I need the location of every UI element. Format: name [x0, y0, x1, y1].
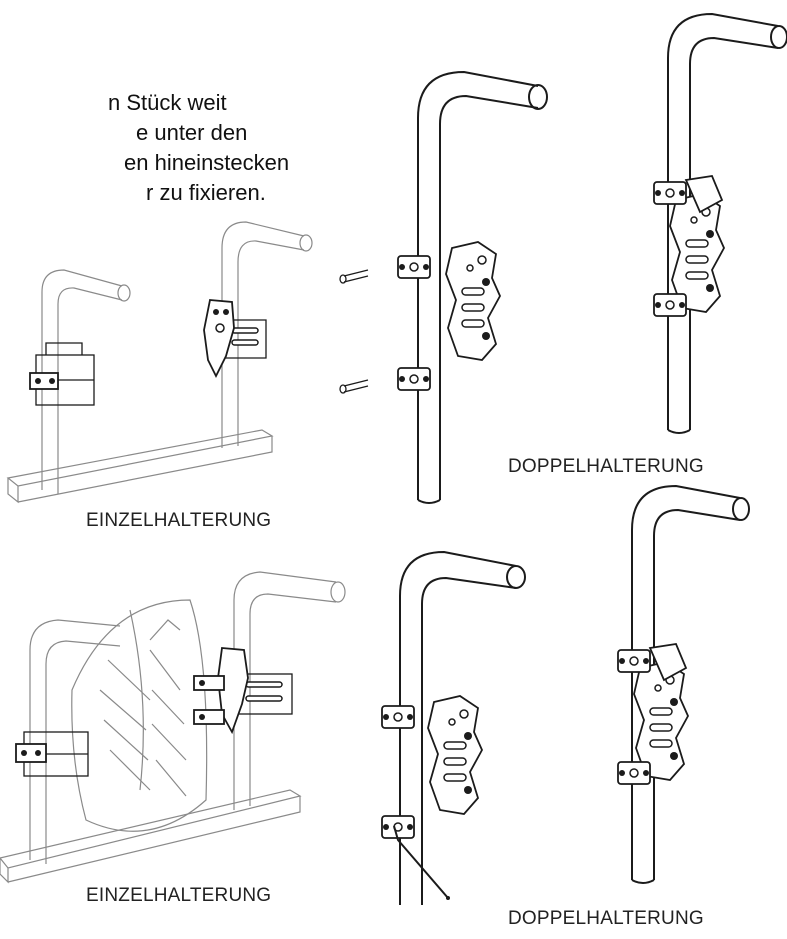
instruction-text: n Stück weit e unter den en hineinstecke… [0, 88, 290, 208]
label-doppelhalterung-top: DOPPELHALTERUNG [508, 456, 704, 477]
label-einzelhalterung-bottom: EINZELHALTERUNG [86, 885, 272, 906]
instruction-line: n Stück weit [108, 90, 227, 115]
instruction-line: e unter den [136, 120, 248, 145]
label-doppelhalterung-bottom: DOPPELHALTERUNG [508, 908, 704, 929]
scene-bottom-right [617, 485, 750, 884]
instruction-line: r zu fixieren. [146, 180, 266, 205]
scene-bottom-middle [381, 551, 526, 905]
instruction-line: en hineinstecken [124, 150, 290, 175]
label-einzelhalterung-top: EINZELHALTERUNG [86, 510, 272, 531]
scene-bottom-left [0, 571, 346, 884]
scene-top-left [6, 221, 313, 504]
scene-top-right [653, 13, 787, 434]
scene-top-middle [339, 71, 548, 504]
